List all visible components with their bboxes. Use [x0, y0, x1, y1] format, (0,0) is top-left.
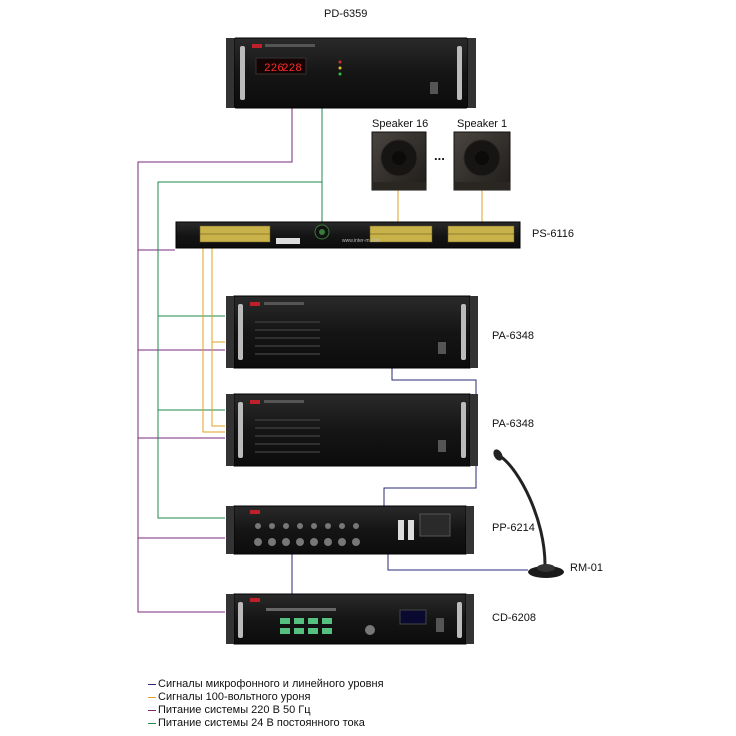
pa6348-top-unit [226, 295, 478, 369]
pa6348-top-label: PA-6348 [492, 330, 534, 342]
rm01-microphone [493, 449, 564, 578]
pd6359-unit [226, 37, 476, 109]
v100-wires [202, 190, 483, 433]
ps6116-label: PS-6116 [532, 228, 574, 240]
legend-text: Сигналы 100-вольтного уроня [158, 691, 311, 703]
speaker1-unit [453, 131, 511, 191]
speaker16-label: Speaker 16 [372, 118, 429, 130]
legend-swatch [148, 697, 156, 698]
dc24-wires [157, 108, 323, 519]
legend-swatch [148, 710, 156, 711]
pd6359-label: PD-6359 [324, 8, 368, 20]
legend-swatch [148, 684, 156, 685]
cd6208-unit [226, 593, 474, 645]
pp6214-unit [226, 505, 474, 555]
rm01-label: RM-01 [570, 562, 604, 574]
ps6116-unit [175, 221, 521, 249]
pa6348-bottom-label: PA-6348 [492, 418, 534, 430]
speaker16-unit [371, 131, 427, 191]
legend-swatch [148, 723, 156, 724]
legend-text: Питание системы 220 В 50 Гц [158, 704, 311, 716]
legend-text: Сигналы микрофонного и линейного уровня [158, 678, 384, 690]
cd6208-label: CD-6208 [492, 612, 537, 624]
ac220-wires [137, 108, 293, 613]
pd6359-display-left: 226 [264, 63, 284, 75]
ps6116-website: www.inter-m.com [342, 238, 381, 244]
pd6359-display-right: 228 [282, 63, 302, 75]
pa6348-bottom-unit [226, 393, 478, 467]
pp6214-label: PP-6214 [492, 522, 535, 534]
legend-text: Питание системы 24 В постоянного тока [158, 717, 365, 729]
speaker-ellipsis: ... [434, 148, 445, 163]
speaker1-label: Speaker 1 [457, 118, 508, 130]
